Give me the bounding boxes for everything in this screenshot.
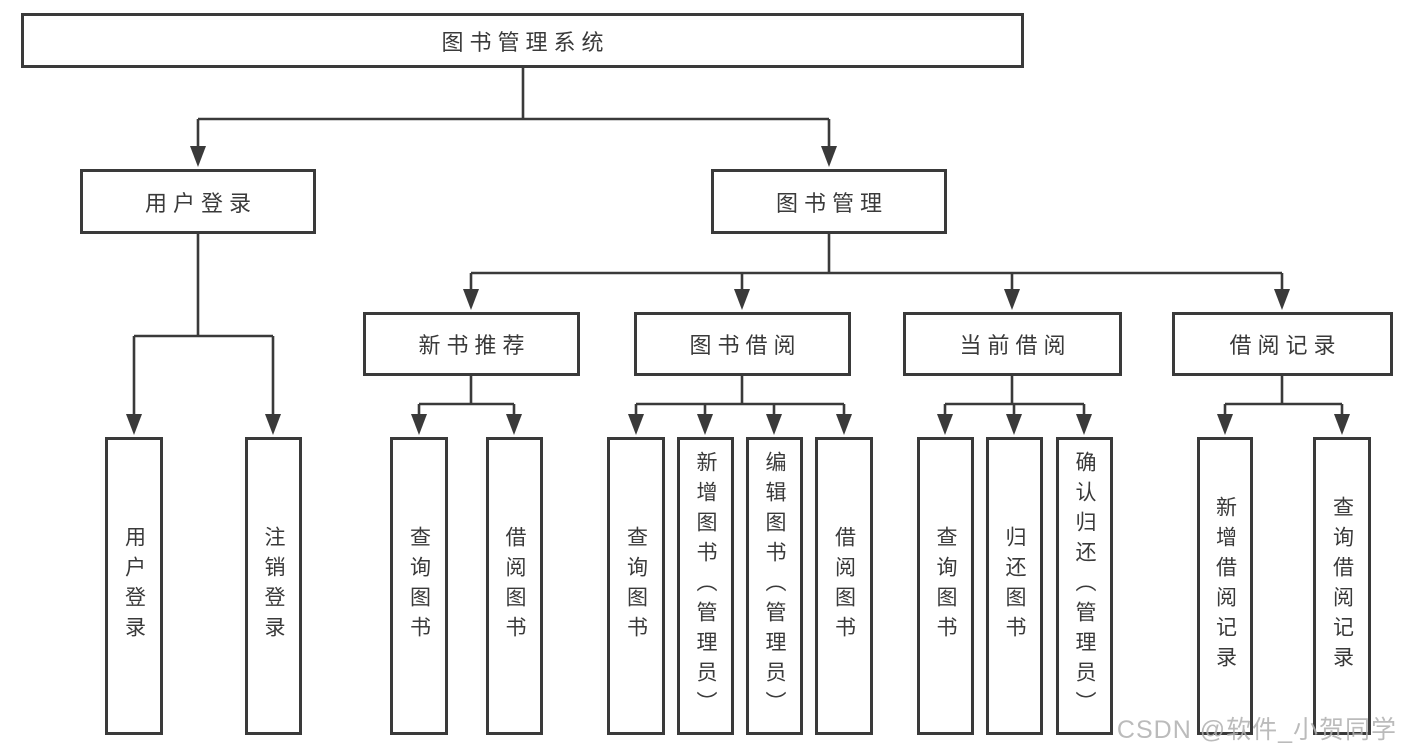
connector-path	[943, 376, 1086, 416]
connector-root-to-level2	[190, 68, 837, 167]
connector-path	[417, 376, 516, 416]
connector-book-mgmt-branch	[463, 234, 1290, 310]
node-book-management: 图书管理	[711, 169, 947, 234]
connector-path	[634, 376, 846, 416]
leaf-query-book-current-label: 查询图书	[934, 526, 957, 646]
leaf-borrow-book: 借阅图书	[815, 437, 873, 735]
leaf-borrow-book-recommend: 借阅图书	[486, 437, 543, 735]
connector-book-borrow-branch	[628, 376, 852, 435]
leaf-query-borrow-record: 查询借阅记录	[1313, 437, 1371, 735]
leaf-logout-label: 注销登录	[262, 526, 285, 646]
node-borrow-record: 借阅记录	[1172, 312, 1393, 376]
arrowhead-icon	[628, 414, 644, 435]
leaf-confirm-return-admin-label: 确认归还（管理员）	[1073, 451, 1096, 721]
arrowhead-icon	[463, 289, 479, 310]
connector-current-borrow-branch	[937, 376, 1092, 435]
leaf-query-book-recommend-label: 查询图书	[407, 526, 431, 646]
arrowhead-icon	[506, 414, 522, 435]
leaf-edit-book-admin-label: 编辑图书（管理员）	[763, 451, 786, 721]
node-book-borrow-label: 图书借阅	[689, 333, 802, 358]
arrowhead-icon	[1217, 414, 1233, 435]
arrowhead-icon	[821, 146, 837, 167]
node-book-management-label: 图书管理	[775, 190, 888, 216]
leaf-user-login: 用户登录	[105, 437, 163, 735]
node-book-borrow: 图书借阅	[634, 312, 851, 376]
arrowhead-icon	[1006, 414, 1022, 435]
arrowhead-icon	[766, 414, 782, 435]
arrowhead-icon	[190, 146, 206, 167]
node-user-login: 用户登录	[80, 169, 316, 234]
leaf-add-book-admin-label: 新增图书（管理员）	[694, 451, 717, 721]
leaf-user-login-label: 用户登录	[122, 526, 146, 646]
connector-new-book-branch	[411, 376, 522, 435]
leaf-query-book-borrow: 查询图书	[607, 437, 665, 735]
connector-borrow-record-branch	[1217, 376, 1350, 435]
leaf-query-borrow-record-label: 查询借阅记录	[1330, 496, 1354, 676]
leaf-borrow-book-recommend-label: 借阅图书	[503, 526, 526, 646]
node-new-book-recommend-label: 新书推荐	[418, 333, 531, 358]
connector-path	[1223, 376, 1344, 416]
arrowhead-icon	[126, 414, 142, 435]
node-borrow-record-label: 借阅记录	[1229, 333, 1342, 358]
arrowhead-icon	[1004, 289, 1020, 310]
leaf-return-book-label: 归还图书	[1003, 526, 1026, 646]
node-new-book-recommend: 新书推荐	[363, 312, 580, 376]
arrowhead-icon	[265, 414, 281, 435]
node-system-root-label: 图书管理系统	[441, 29, 610, 55]
leaf-borrow-book-label: 借阅图书	[832, 526, 856, 646]
arrowhead-icon	[1274, 289, 1290, 310]
arrowhead-icon	[1334, 414, 1350, 435]
leaf-confirm-return-admin: 确认归还（管理员）	[1056, 437, 1113, 735]
connector-path	[196, 68, 831, 149]
arrowhead-icon	[734, 289, 750, 310]
leaf-query-book-recommend: 查询图书	[390, 437, 448, 735]
arrowhead-icon	[836, 414, 852, 435]
leaf-add-borrow-record-label: 新增借阅记录	[1213, 496, 1237, 676]
leaf-add-borrow-record: 新增借阅记录	[1197, 437, 1253, 735]
leaf-add-book-admin: 新增图书（管理员）	[677, 437, 734, 735]
node-system-root: 图书管理系统	[21, 13, 1024, 68]
arrowhead-icon	[697, 414, 713, 435]
watermark-text: CSDN @软件_小贺同学	[1116, 716, 1397, 744]
leaf-query-book-current: 查询图书	[917, 437, 974, 735]
node-user-login-label: 用户登录	[144, 190, 257, 216]
leaf-return-book: 归还图书	[986, 437, 1043, 735]
arrowhead-icon	[1076, 414, 1092, 435]
leaf-query-book-borrow-label: 查询图书	[624, 526, 648, 646]
leaf-logout: 注销登录	[245, 437, 302, 735]
node-current-borrow: 当前借阅	[903, 312, 1122, 376]
connector-path	[469, 234, 1284, 291]
node-current-borrow-label: 当前借阅	[959, 333, 1072, 358]
arrowhead-icon	[411, 414, 427, 435]
leaf-edit-book-admin: 编辑图书（管理员）	[746, 437, 803, 735]
connector-path	[132, 234, 275, 416]
arrowhead-icon	[937, 414, 953, 435]
connector-user-login-branch	[126, 234, 281, 435]
